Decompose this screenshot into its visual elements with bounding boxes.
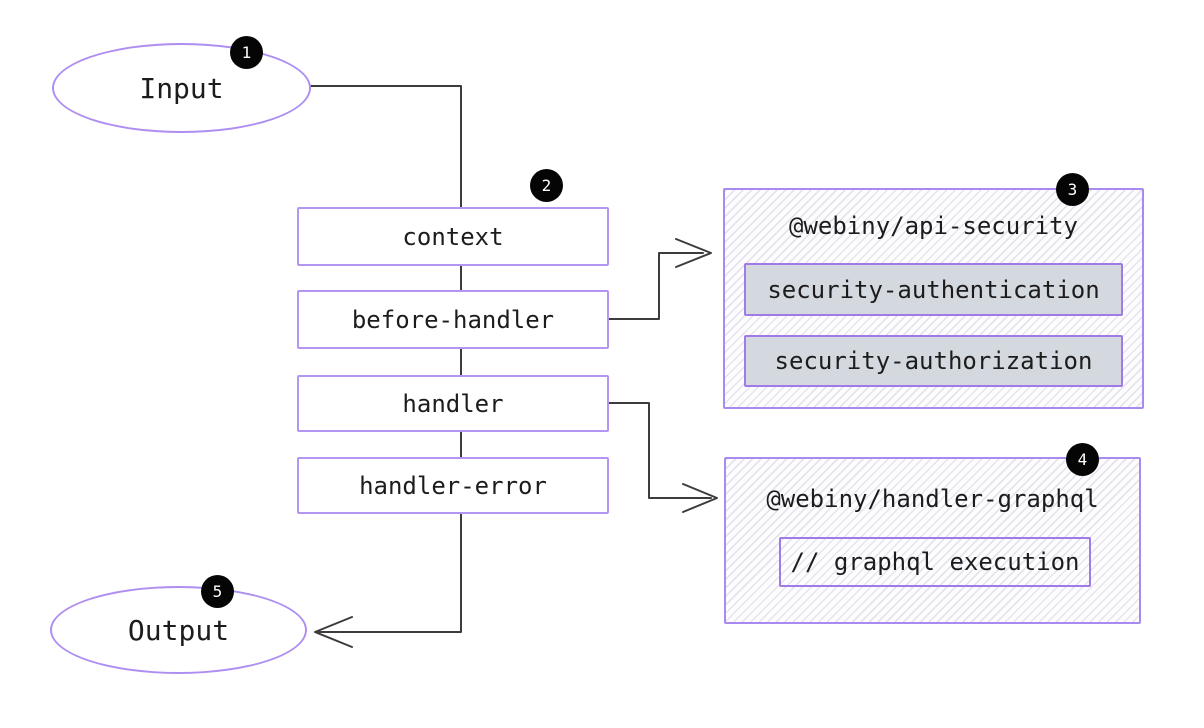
node-handler-error-label: handler-error: [359, 471, 547, 500]
plugin-security-authentication: security-authentication: [744, 263, 1123, 316]
step-badge-3-number: 3: [1067, 180, 1078, 199]
connector-handler-to-handler-graphql: [607, 402, 712, 499]
step-badge-5-number: 5: [212, 582, 223, 601]
node-input: Input: [52, 43, 311, 133]
node-output-label: Output: [127, 613, 230, 647]
plugin-security-authorization-label: security-authorization: [774, 347, 1093, 375]
node-input-label: Input: [139, 71, 224, 105]
plugin-graphql-execution-label: // graphql execution: [790, 548, 1080, 576]
arrowhead-api-security-icon: [675, 238, 712, 268]
node-context-label: context: [402, 222, 504, 251]
connector-input-to-output: [306, 85, 462, 633]
group-api-security: @webiny/api-security security-authentica…: [723, 188, 1144, 409]
arrowhead-output-icon: [314, 616, 353, 648]
plugin-graphql-execution: // graphql execution: [779, 537, 1091, 587]
node-handler: handler: [297, 375, 609, 432]
plugin-security-authorization: security-authorization: [744, 335, 1123, 387]
step-badge-1: 1: [230, 36, 263, 69]
connector-before-handler-to-api-security: [607, 252, 704, 320]
node-output: Output: [50, 586, 307, 674]
step-badge-5: 5: [201, 575, 234, 608]
node-context: context: [297, 207, 609, 266]
node-before-handler: before-handler: [297, 290, 609, 349]
step-badge-1-number: 1: [241, 43, 252, 62]
step-badge-3: 3: [1056, 173, 1089, 206]
group-handler-graphql: @webiny/handler-graphql // graphql execu…: [724, 457, 1141, 624]
step-badge-2-number: 2: [541, 176, 552, 195]
arrowhead-handler-graphql-icon: [682, 483, 718, 513]
step-badge-4-number: 4: [1077, 450, 1088, 469]
node-handler-error: handler-error: [297, 457, 609, 514]
group-handler-graphql-title: @webiny/handler-graphql: [766, 485, 1099, 513]
group-api-security-title: @webiny/api-security: [789, 212, 1078, 240]
step-badge-4: 4: [1066, 443, 1099, 476]
node-handler-label: handler: [402, 389, 504, 418]
node-before-handler-label: before-handler: [351, 305, 555, 334]
step-badge-2: 2: [530, 169, 563, 202]
plugin-security-authentication-label: security-authentication: [767, 275, 1100, 304]
